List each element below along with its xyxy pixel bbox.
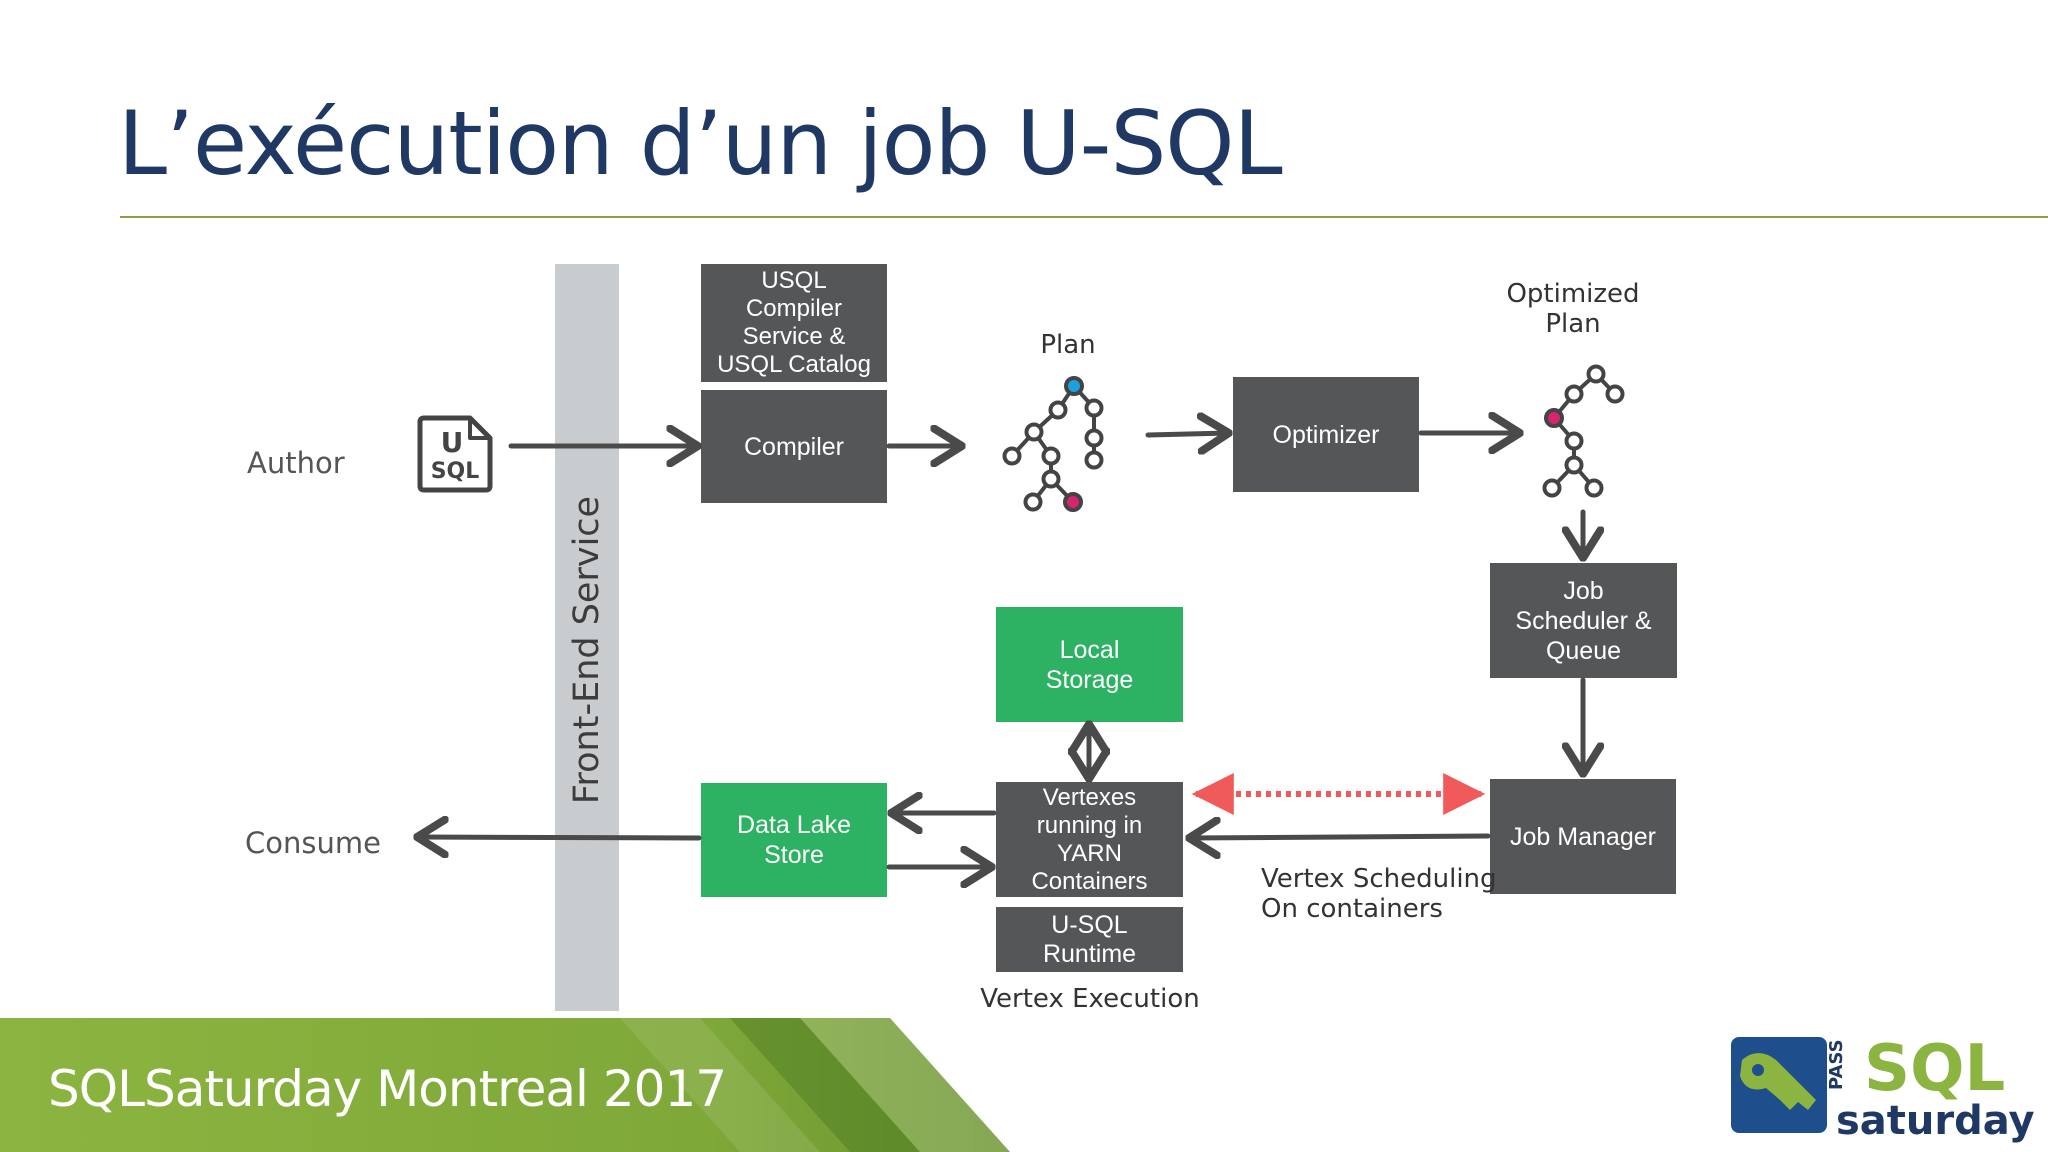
data-lake-line-1: Data Lake bbox=[737, 811, 851, 839]
arrow-plan-to-optimizer bbox=[1145, 433, 1229, 435]
local-storage-line-1: Local bbox=[1059, 635, 1120, 664]
consume-label: Consume bbox=[245, 826, 381, 860]
job-scheduler-queue-box: Job Scheduler & Queue bbox=[1490, 563, 1677, 678]
optimized-plan-line-1: Optimized bbox=[1506, 279, 1640, 309]
usql-file-icon: U SQL bbox=[417, 415, 493, 493]
catalog-line-4: USQL Catalog bbox=[717, 351, 871, 378]
vertexes-line-2: running in bbox=[1036, 811, 1143, 839]
arrow-job-manager-to-vertexes bbox=[1189, 836, 1491, 838]
catalog-line-3: Service & bbox=[742, 323, 846, 350]
logo-sql-text: SQL bbox=[1864, 1032, 2005, 1106]
logo-pass-text: PASS bbox=[1826, 1039, 1847, 1090]
catalog-line-1: USQL bbox=[761, 267, 827, 294]
vertexes-yarn-box: Vertexes running in YARN Containers bbox=[996, 782, 1183, 897]
optimizer-box: Optimizer bbox=[1233, 377, 1419, 492]
usql-runtime-box: U-SQL Runtime bbox=[996, 907, 1183, 972]
local-storage-line-2: Storage bbox=[1045, 665, 1134, 694]
data-lake-line-2: Store bbox=[764, 841, 824, 869]
usql-icon-top: U bbox=[441, 426, 464, 459]
author-label: Author bbox=[247, 446, 345, 480]
usql-icon-bottom: SQL bbox=[431, 459, 480, 484]
plan-label: Plan bbox=[1040, 330, 1096, 360]
logo-saturday-text: saturday bbox=[1836, 1098, 2035, 1144]
job-manager-box: Job Manager bbox=[1490, 779, 1676, 894]
runtime-line-2: Runtime bbox=[1042, 939, 1137, 968]
vertexes-line-4: Containers bbox=[1031, 867, 1148, 895]
optimized-plan-graph-icon bbox=[1542, 364, 1625, 498]
compiler-service-catalog-box: USQL Compiler Service & USQL Catalog bbox=[701, 264, 887, 382]
vertex-scheduling-line-2: On containers bbox=[1261, 894, 1443, 924]
catalog-line-2: Compiler bbox=[745, 295, 842, 322]
compiler-box: Compiler bbox=[701, 390, 887, 503]
vertex-scheduling-label: Vertex Scheduling On containers bbox=[1261, 864, 1497, 924]
scheduler-line-2: Scheduler & bbox=[1515, 606, 1652, 635]
optimized-plan-label: Optimized Plan bbox=[1506, 279, 1639, 339]
vertex-execution-label: Vertex Execution bbox=[980, 984, 1200, 1014]
front-end-service-bar bbox=[555, 264, 619, 1011]
data-lake-store-box: Data Lake Store bbox=[701, 783, 887, 897]
vertexes-line-3: YARN bbox=[1057, 839, 1122, 867]
arrow-data-lake-to-consume bbox=[417, 837, 702, 838]
optimized-plan-line-2: Plan bbox=[1545, 309, 1601, 339]
scheduler-line-1: Job bbox=[1563, 576, 1604, 605]
footer-band bbox=[0, 1018, 1010, 1152]
plan-graph-icon bbox=[1002, 376, 1104, 512]
sqlsaturday-logo: PASS SQL saturday bbox=[1728, 1032, 2038, 1144]
title-divider bbox=[120, 216, 2048, 218]
scheduler-line-3: Queue bbox=[1545, 636, 1622, 665]
local-storage-box: Local Storage bbox=[996, 607, 1183, 722]
vertexes-line-1: Vertexes bbox=[1042, 783, 1137, 811]
slide-title: L’exécution d’un job U-SQL bbox=[118, 92, 1283, 195]
runtime-line-1: U-SQL bbox=[1051, 910, 1128, 939]
vertex-scheduling-line-1: Vertex Scheduling bbox=[1261, 864, 1497, 894]
footer-event-name: SQLSaturday Montreal 2017 bbox=[48, 1060, 727, 1118]
